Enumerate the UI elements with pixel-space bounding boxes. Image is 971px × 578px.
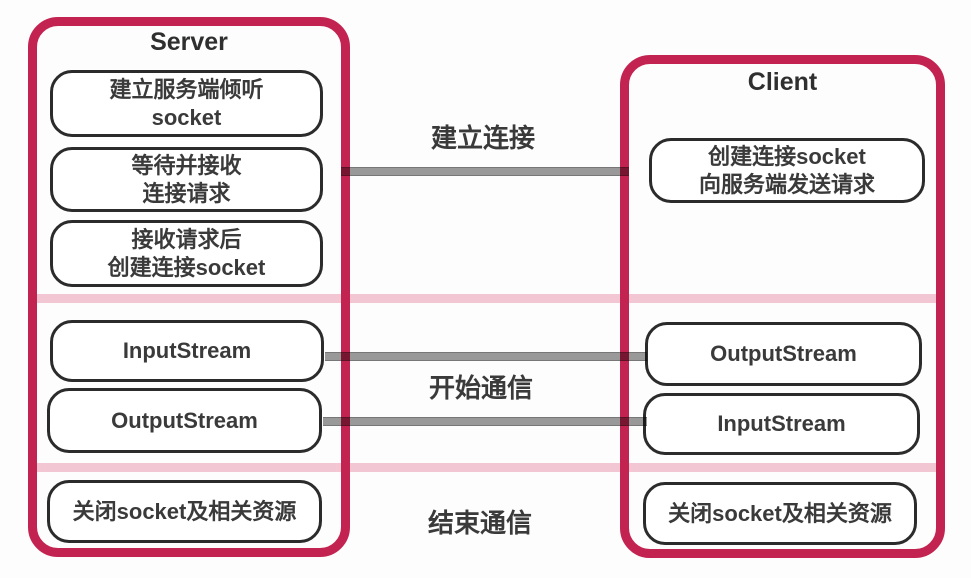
client-box-label: 创建连接socket 向服务端发送请求: [698, 144, 875, 197]
client-title: Client: [747, 68, 818, 96]
phase-divider-stripe-bottom: [28, 463, 945, 472]
server-box-create-listen-socket: 建立服务端倾听 socket: [50, 70, 323, 137]
connector-stream-2: [323, 417, 647, 426]
server-box-inputstream: InputStream: [50, 320, 324, 382]
server-title: Server: [150, 28, 228, 56]
phase-label-connect: 建立连接: [430, 123, 535, 153]
server-box-label: InputStream: [122, 338, 252, 364]
phase-label-communicate: 开始通信: [428, 373, 533, 403]
server-box-label: 等待并接收 连接请求: [131, 153, 242, 206]
connector-establish: [341, 167, 629, 176]
server-box-wait-accept-request: 等待并接收 连接请求: [50, 147, 323, 212]
client-box-create-socket-send-request: 创建连接socket 向服务端发送请求: [649, 138, 925, 203]
phase-label-end: 结束通信: [427, 508, 532, 538]
server-panel: [28, 17, 350, 557]
server-box-label: 关闭socket及相关资源: [72, 498, 297, 524]
server-box-label: OutputStream: [111, 407, 258, 433]
connector-stream-1: [325, 352, 647, 361]
phase-divider-stripe-top: [28, 294, 945, 303]
client-box-outputstream: OutputStream: [645, 322, 922, 386]
server-box-outputstream: OutputStream: [47, 388, 322, 453]
client-box-close-socket: 关闭socket及相关资源: [643, 482, 917, 545]
server-box-label: 建立服务端倾听 socket: [109, 77, 264, 130]
client-box-inputstream: InputStream: [643, 393, 920, 455]
server-box-create-connection-socket: 接收请求后 创建连接socket: [50, 220, 323, 287]
client-box-label: 关闭socket及相关资源: [668, 500, 892, 526]
client-box-label: InputStream: [717, 411, 846, 437]
server-box-close-socket: 关闭socket及相关资源: [47, 480, 322, 543]
client-panel: [620, 55, 945, 558]
server-box-label: 接收请求后 创建连接socket: [107, 227, 266, 280]
client-box-label: OutputStream: [710, 341, 857, 367]
